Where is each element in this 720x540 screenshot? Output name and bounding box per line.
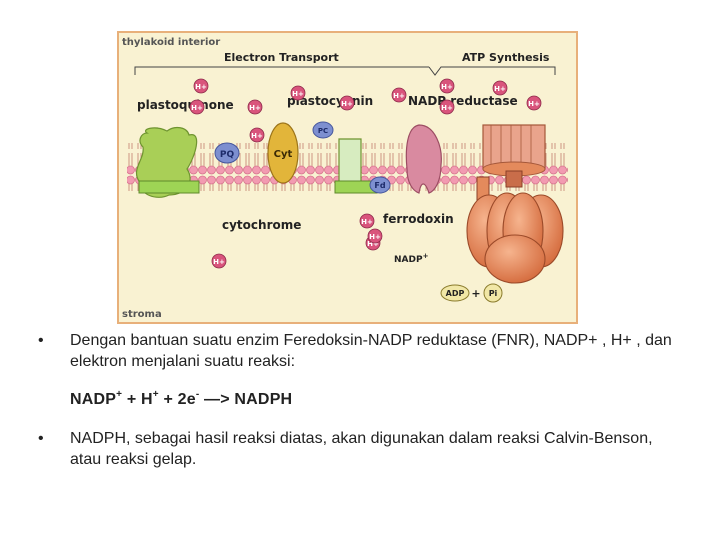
h-ion-label: H+	[191, 104, 203, 112]
reaction-equation: NADP+ + H+ + 2e- —> NADPH	[70, 384, 678, 410]
h-ion-label: H+	[195, 83, 207, 91]
nadp-reductase-label: NADP reductase	[408, 94, 518, 108]
nadp-reductase-protein	[405, 124, 442, 194]
h-ion-label: H+	[249, 104, 261, 112]
h-ions: H+H+H+H+H+H+H+H+H+H+H+H+H+H+H+	[189, 78, 542, 269]
h-ion	[211, 253, 227, 269]
section-brackets	[134, 66, 556, 76]
cytochrome-label: cytochrome	[222, 218, 301, 232]
h-ion	[492, 80, 508, 96]
h-ion-label: H+	[393, 92, 405, 100]
equation-nadp: NADP	[70, 391, 117, 408]
pq-label: PQ	[220, 150, 235, 160]
equation-electrons: + 2e	[158, 391, 196, 408]
nadp-plus-label: NADP+	[394, 252, 429, 265]
h-ion-label: H+	[369, 233, 381, 241]
stroma-label: stroma	[122, 309, 162, 320]
h-ion-label: H+	[213, 258, 225, 266]
electron-transport-label: Electron Transport	[224, 51, 339, 64]
h-ion	[526, 95, 542, 111]
equation-h: + H	[122, 391, 153, 408]
atp-synthase-head	[466, 192, 564, 284]
h-ion-label: H+	[251, 132, 263, 140]
pc-label: PC	[318, 127, 328, 135]
h-ion-label: H+	[528, 100, 540, 108]
h-ion-label: H+	[341, 100, 353, 108]
pi-label: Pi	[489, 289, 498, 298]
thylakoid-interior-label: thylakoid interior	[122, 37, 220, 48]
h-ion-label: H+	[441, 104, 453, 112]
pc-carrier	[312, 121, 334, 139]
h-ion	[290, 85, 306, 101]
cyt-label: Cyt	[274, 149, 293, 160]
h-ion	[189, 99, 205, 115]
equation-sup-minus: -	[195, 389, 200, 400]
text-content: • Dengan bantuan suatu enzim Feredoksin-…	[38, 330, 678, 470]
bullet-item-nadph-usage: • NADPH, sebagai hasil reaksi diatas, ak…	[38, 428, 678, 470]
h-ion-label: H+	[361, 218, 373, 226]
diagram-svg: thylakoid interior Electron Transport AT…	[117, 31, 578, 324]
bullet-text-1: Dengan bantuan suatu enzim Feredoksin-NA…	[70, 332, 672, 370]
equation-sup-plus: +	[116, 389, 123, 400]
h-ion	[339, 95, 355, 111]
bullet-marker: •	[38, 332, 44, 349]
h-ion	[367, 228, 383, 244]
h-ion	[359, 213, 375, 229]
equation-product: —> NADPH	[199, 391, 293, 408]
equation-sup-h: +	[152, 389, 159, 400]
h-ion-label: H+	[441, 83, 453, 91]
ferrodoxin-label: ferrodoxin	[383, 212, 454, 226]
bullet-item-fnr-reaction: • Dengan bantuan suatu enzim Feredoksin-…	[38, 330, 678, 372]
pq-carrier	[214, 142, 240, 164]
h-ion-label: H+	[292, 90, 304, 98]
adp-molecule	[440, 284, 470, 302]
photosystem-base	[138, 180, 200, 194]
thylakoid-diagram: thylakoid interior Electron Transport AT…	[117, 31, 578, 324]
atp-synthesis-label: ATP Synthesis	[462, 51, 550, 64]
adp-plus-sign: +	[471, 287, 480, 300]
h-ion-label: H+	[494, 85, 506, 93]
h-ion	[439, 99, 455, 115]
h-ion	[193, 78, 209, 94]
fd-carrier	[369, 176, 391, 194]
cytochrome-protein	[267, 122, 299, 184]
h-ion	[247, 99, 263, 115]
h-ion-label: H+	[367, 240, 379, 248]
fd-label: Fd	[374, 181, 385, 190]
h-ion	[391, 87, 407, 103]
h-ion	[439, 78, 455, 94]
bullet-text-2: NADPH, sebagai hasil reaksi diatas, akan…	[70, 430, 653, 468]
h-ion	[249, 127, 265, 143]
adp-label: ADP	[446, 289, 465, 298]
bullet-marker: •	[38, 430, 44, 447]
pi-molecule	[483, 283, 503, 303]
plastoquinone-label: plastoquinone	[137, 98, 234, 112]
